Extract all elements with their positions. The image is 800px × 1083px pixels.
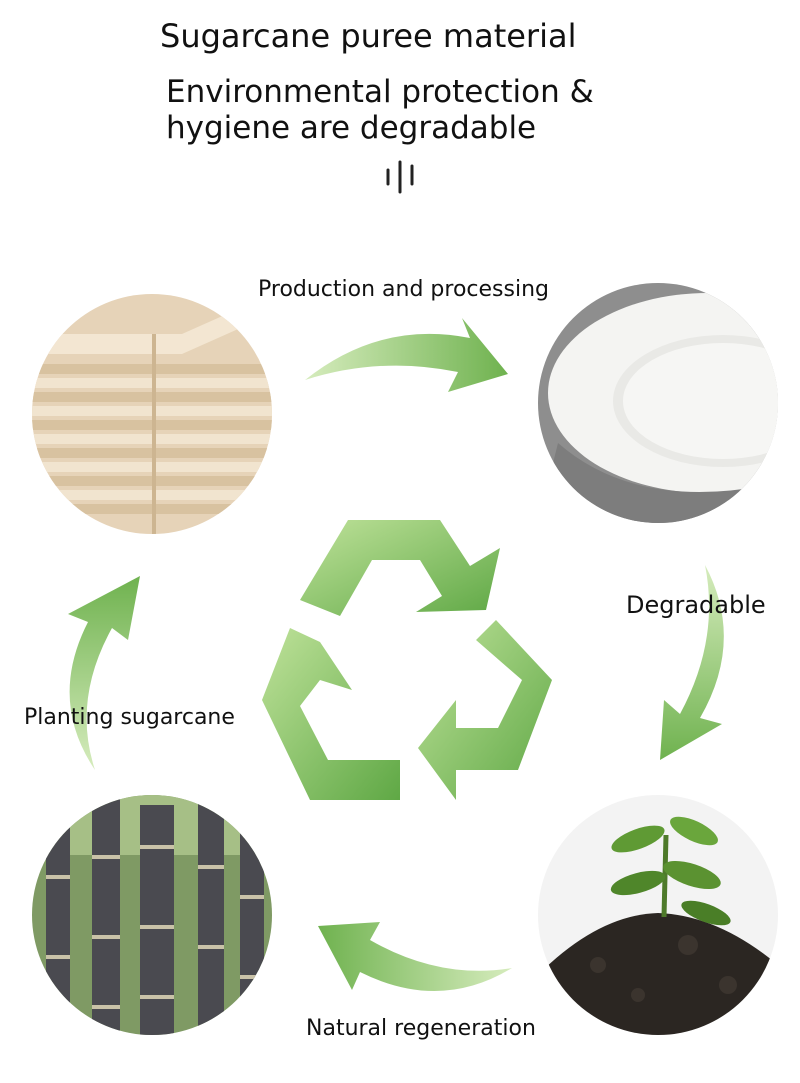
label-degradable: Degradable — [626, 591, 766, 619]
label-natural-regeneration: Natural regeneration — [306, 1016, 536, 1041]
page-subtitle: Environmental protection & hygiene are d… — [166, 74, 626, 146]
recycle-icon — [262, 520, 552, 800]
arrow-regeneration — [318, 922, 512, 992]
arrow-production — [305, 318, 508, 392]
pulp-plate-image — [538, 283, 778, 523]
arrow-planting — [68, 576, 140, 770]
seedling-soil-image — [538, 795, 778, 1035]
three-lines-icon — [386, 160, 414, 194]
label-planting: Planting sugarcane — [24, 705, 235, 730]
subtitle-line-2: hygiene are degradable — [166, 110, 537, 146]
sugarcane-image — [32, 795, 272, 1035]
subtitle-line-1: Environmental protection & — [166, 74, 594, 110]
page-title: Sugarcane puree material — [160, 17, 577, 55]
label-production: Production and processing — [258, 277, 549, 302]
bagasse-board-image — [32, 294, 272, 534]
